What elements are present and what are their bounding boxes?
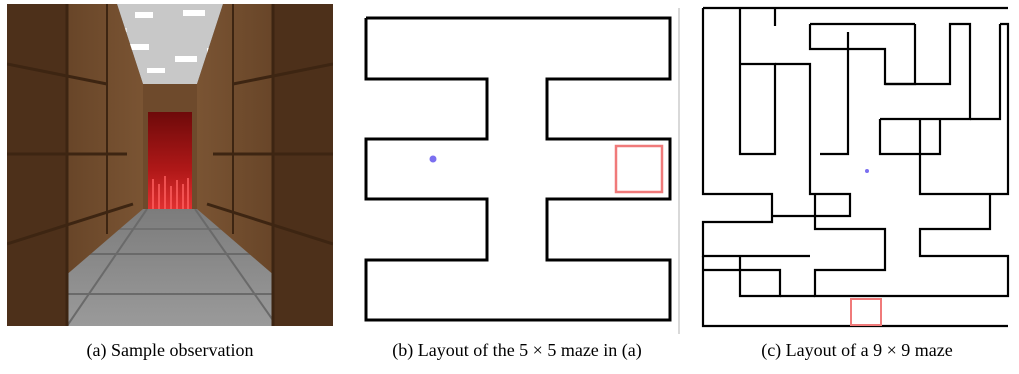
agent-marker [429,155,437,163]
maze-5x5-layout [360,8,680,334]
goal-marker [850,298,882,326]
agent-marker [865,169,869,173]
sample-observation-image [7,4,333,326]
maze-wall-top [364,16,672,322]
caption-a: (a) Sample observation [86,340,254,360]
goal-marker [614,144,664,194]
caption-b: (b) Layout of the 5 × 5 maze in (a) [392,340,642,360]
maze-9x9-layout [700,4,1012,334]
caption-c: (c) Layout of a 9 × 9 maze [761,340,953,360]
